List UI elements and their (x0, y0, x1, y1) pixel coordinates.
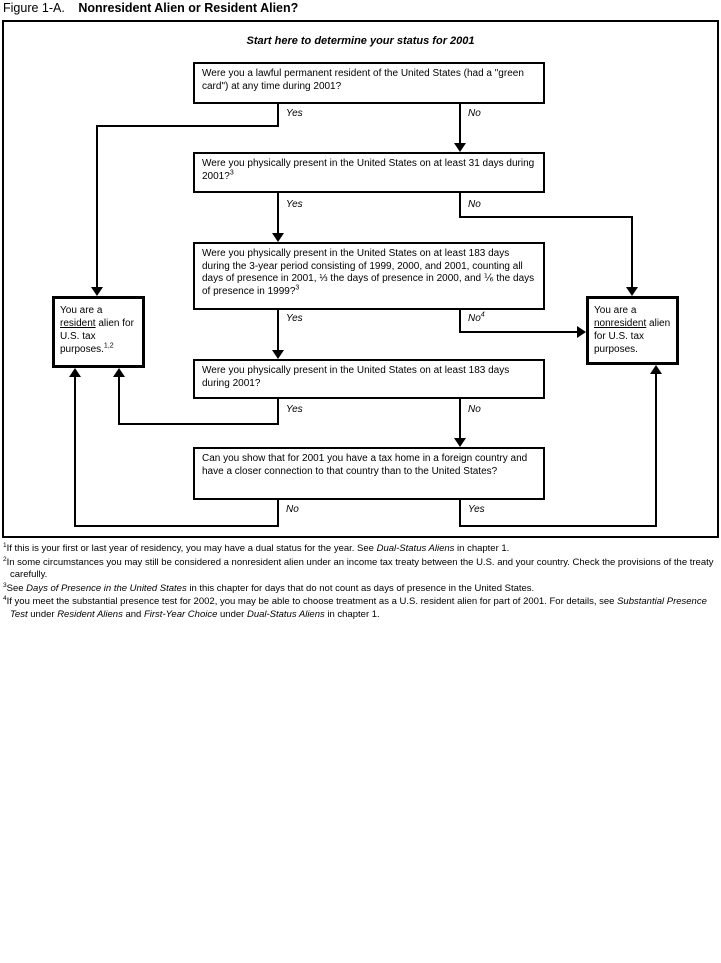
connector-line (459, 216, 633, 218)
question-text: Were you physically present in the Unite… (202, 158, 535, 182)
result-text: alien for U.S. tax purposes. (60, 318, 134, 355)
edge-label-q1-yes: Yes (286, 108, 303, 119)
connector-line (459, 193, 461, 218)
connector-line (118, 377, 120, 425)
arrow-down-icon (91, 287, 103, 296)
arrow-down-icon (272, 233, 284, 242)
question-box-tax-home: Can you show that for 2001 you have a ta… (193, 447, 545, 500)
question-text: Were you physically present in the Unite… (202, 365, 510, 389)
connector-line (118, 423, 279, 425)
footnote-number: 4 (3, 594, 7, 602)
connector-line (459, 103, 461, 145)
edge-label-q1-no: No (468, 108, 481, 119)
footnote-text: and (122, 608, 144, 620)
connector-line (459, 331, 578, 333)
connector-line (655, 374, 657, 527)
footnote-ref: 4 (480, 311, 485, 319)
result-box-resident: You are a resident alien for U.S. tax pu… (52, 296, 145, 368)
result-text: alien for U.S. tax purposes. (594, 318, 671, 355)
connector-line (74, 525, 279, 527)
footnote-citation: Dual-Status Aliens (376, 543, 455, 554)
edge-label-q4-no: No (468, 404, 481, 415)
connector-line (74, 377, 76, 527)
footnote-text: under (217, 608, 247, 620)
connector-line (459, 399, 461, 439)
connector-line (631, 216, 633, 289)
start-instruction: Start here to determine your status for … (246, 35, 475, 47)
edge-label-q3-no: No4 (468, 311, 485, 324)
arrow-up-icon (650, 365, 662, 374)
arrow-down-icon (454, 438, 466, 447)
footnote-citation: Substantial Presence Test (10, 596, 707, 620)
edge-label-q3-yes: Yes (286, 313, 303, 324)
footnote-number: 1 (3, 541, 7, 549)
connector-line (96, 125, 98, 289)
arrow-down-icon (272, 350, 284, 359)
footnote-citation: First-Year Choice (143, 608, 218, 620)
connector-line (459, 500, 461, 527)
connector-line (277, 103, 279, 127)
footnote-citation: Days of Presence in the United States (26, 582, 187, 594)
edge-label-q5-no: No (286, 504, 299, 515)
result-text: You are a (60, 305, 103, 316)
footnote-2: 2In some circumstances you may still be … (3, 555, 719, 582)
question-text: Can you show that for 2001 you have a ta… (202, 453, 528, 477)
footnote-4: 4If you meet the substantial presence te… (3, 594, 719, 621)
question-box-183-days-2001: Were you physically present in the Unite… (193, 359, 545, 399)
arrow-down-icon (626, 287, 638, 296)
figure-title: Nonresident Alien or Resident Alien? (78, 1, 299, 15)
result-text-underlined: resident (60, 318, 96, 329)
footnote-text: in this chapter for days that do not cou… (186, 582, 535, 594)
connector-line (277, 500, 279, 527)
result-text-underlined: nonresident (594, 318, 647, 329)
footnote-3: 3See Days of Presence in the United Stat… (3, 581, 719, 596)
question-text: Were you physically present in the Unite… (202, 248, 535, 297)
question-box-31-days: Were you physically present in the Unite… (193, 152, 545, 193)
footnote-ref: 3 (295, 284, 300, 292)
footnote-text: in chapter 1. (454, 543, 510, 554)
footnote-number: 3 (3, 581, 7, 589)
edge-label-q4-yes: Yes (286, 404, 303, 415)
connector-line (459, 525, 657, 527)
connector-line (277, 399, 279, 425)
connector-line (459, 310, 461, 333)
footnote-text: If this is your first or last year of re… (6, 543, 377, 554)
footnote-citation: Dual-Status Aliens (246, 608, 325, 620)
footnote-ref: 1,2 (103, 342, 114, 350)
footnotes-block: 1If this is your first or last year of r… (3, 541, 719, 622)
footnote-text: See (6, 582, 27, 594)
edge-label-q2-no: No (468, 199, 481, 210)
edge-label-text: No (468, 313, 481, 324)
figure-title-row: Figure 1-A. Nonresident Alien or Residen… (3, 1, 298, 15)
connector-line (277, 310, 279, 351)
arrow-up-icon (113, 368, 125, 377)
question-box-green-card: Were you a lawful permanent resident of … (193, 62, 545, 104)
question-text: Were you a lawful permanent resident of … (202, 68, 524, 92)
footnote-text: in chapter 1. (324, 608, 380, 620)
figure-label: Figure 1-A. (3, 1, 65, 15)
result-box-nonresident: You are a nonresident alien for U.S. tax… (586, 296, 679, 365)
arrow-up-icon (69, 368, 81, 377)
footnote-number: 2 (3, 555, 7, 563)
footnote-text: under (27, 608, 58, 620)
footnote-ref: 3 (229, 169, 234, 177)
question-box-183-days-3-year: Were you physically present in the Unite… (193, 242, 545, 310)
footnote-1: 1If this is your first or last year of r… (3, 541, 719, 556)
edge-label-q5-yes: Yes (468, 504, 485, 515)
arrow-down-icon (454, 143, 466, 152)
arrow-right-icon (577, 326, 586, 338)
footnote-citation: Resident Aliens (57, 608, 123, 620)
connector-line (96, 125, 279, 127)
edge-label-q2-yes: Yes (286, 199, 303, 210)
result-text: You are a (594, 305, 637, 316)
footnote-text: If you meet the substantial presence tes… (6, 596, 618, 607)
connector-line (277, 193, 279, 235)
footnote-text: In some circumstances you may still be c… (6, 556, 714, 581)
